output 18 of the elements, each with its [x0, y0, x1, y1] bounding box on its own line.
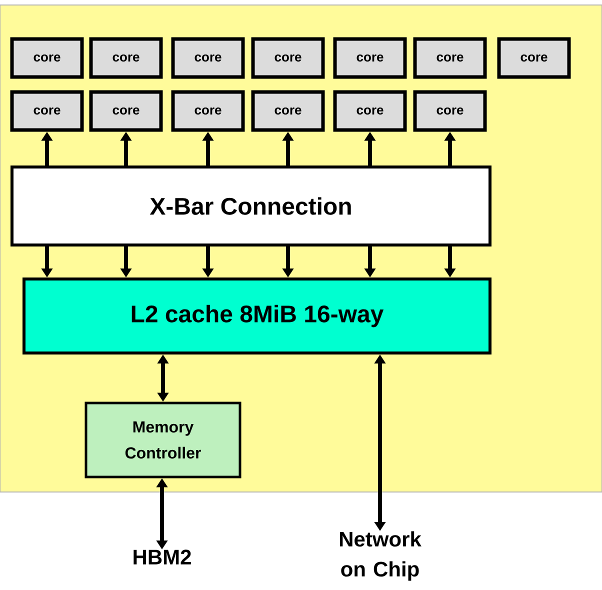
core-box: core [497, 37, 571, 79]
cache-box: L2 cache 8MiB 16-way [22, 278, 492, 354]
external-label: HBM2 [134, 550, 191, 564]
core-box: core [10, 90, 84, 132]
external-label: Network on Chip [340, 531, 422, 581]
core-box: core [171, 90, 245, 132]
core-box: core [171, 37, 245, 79]
controller-box: Memory Controller [84, 402, 242, 478]
core-box: core [251, 90, 325, 132]
core-box: core [333, 90, 407, 132]
crossbar-box: X-Bar Connection [10, 166, 492, 246]
core-box: core [89, 37, 163, 79]
core-box: core [89, 90, 163, 132]
core-box: core [413, 37, 487, 79]
core-box: core [333, 37, 407, 79]
core-box: core [251, 37, 325, 79]
core-box: core [10, 37, 84, 79]
core-box: core [413, 90, 487, 132]
